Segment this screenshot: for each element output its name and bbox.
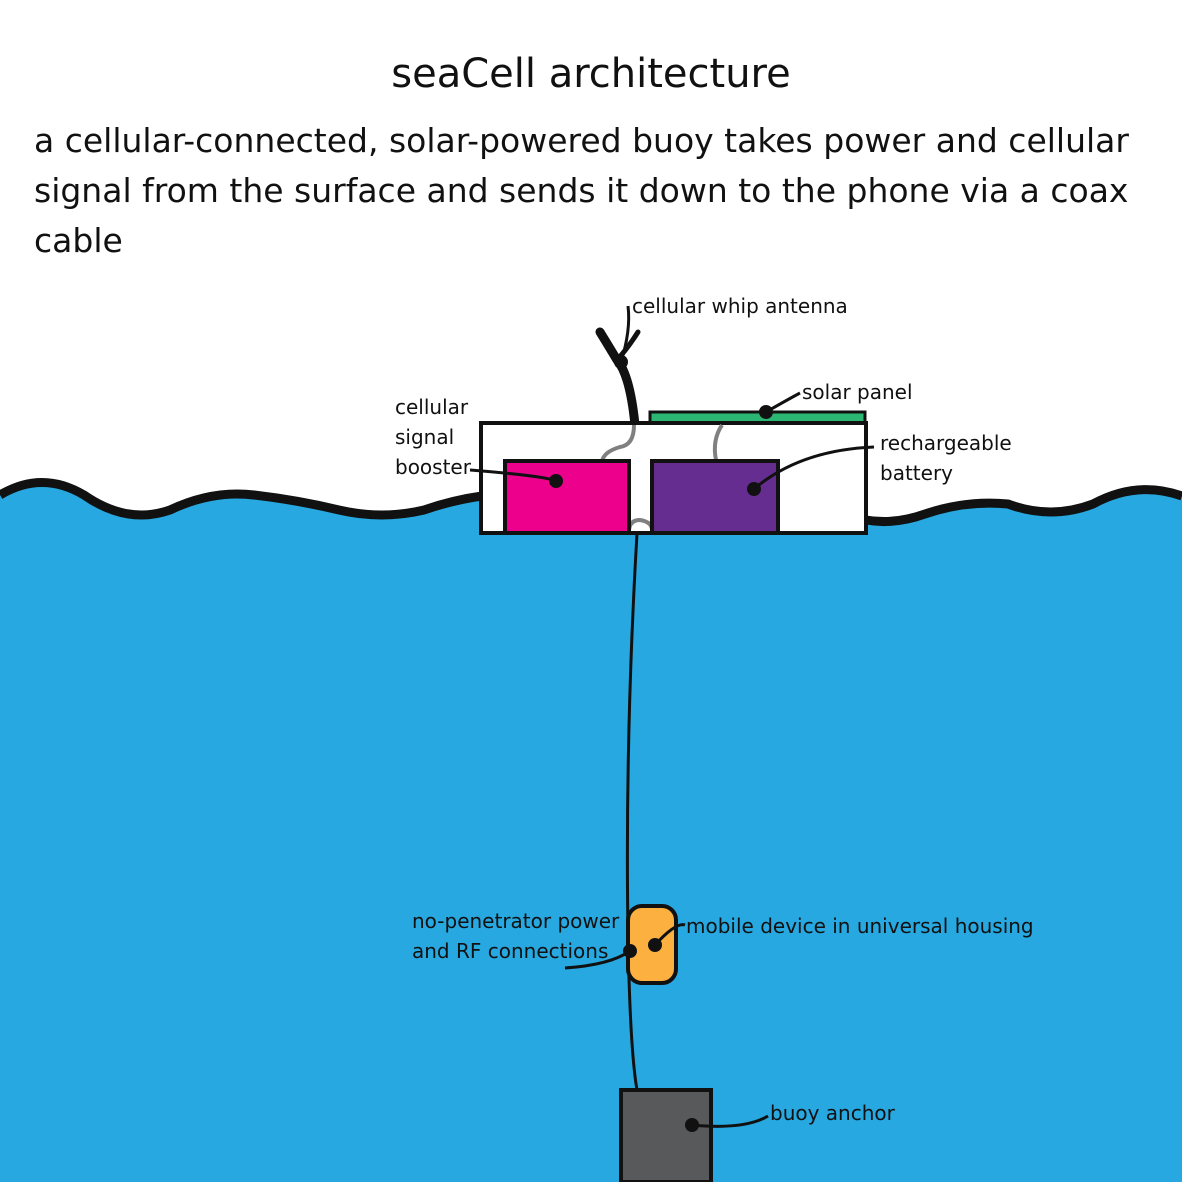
battery-label-line1: rechargeable xyxy=(880,431,1012,455)
booster-label-line2: signal xyxy=(395,425,454,449)
wave-line xyxy=(0,478,1182,526)
diagram-title: seaCell architecture xyxy=(391,51,791,97)
connector-dot xyxy=(623,944,637,958)
battery-leader xyxy=(753,445,875,491)
coax-cable xyxy=(625,532,639,1091)
connector-label-line1: no-penetrator power xyxy=(412,909,620,933)
diagram-subtitle: a cellular-connected, solar-powered buoy… xyxy=(34,121,1129,260)
anchor-label: buoy anchor xyxy=(770,1101,896,1125)
battery-label-line2: battery xyxy=(880,461,953,485)
antenna-wire xyxy=(600,424,636,463)
rechargeable-battery xyxy=(650,459,780,535)
connector-label-line2: and RF connections xyxy=(412,939,608,963)
ocean-water xyxy=(0,482,1182,1182)
buoy-anchor xyxy=(619,1088,713,1182)
solar-wire xyxy=(712,423,724,461)
antenna-leader xyxy=(619,305,631,363)
antenna-dot xyxy=(614,355,628,369)
booster-label-line3: booster xyxy=(395,455,472,479)
solar-panel-dot xyxy=(759,405,773,419)
solar-panel-label: solar panel xyxy=(802,380,913,404)
battery-dot xyxy=(747,482,761,496)
booster-label-line1: cellular xyxy=(395,395,469,419)
anchor-leader xyxy=(691,1114,769,1128)
antenna-label: cellular whip antenna xyxy=(632,294,848,318)
booster-dot xyxy=(549,474,563,488)
signal-booster xyxy=(503,459,631,535)
device-dot xyxy=(648,938,662,952)
device-label: mobile device in universal housing xyxy=(686,914,1034,938)
anchor-dot xyxy=(685,1118,699,1132)
